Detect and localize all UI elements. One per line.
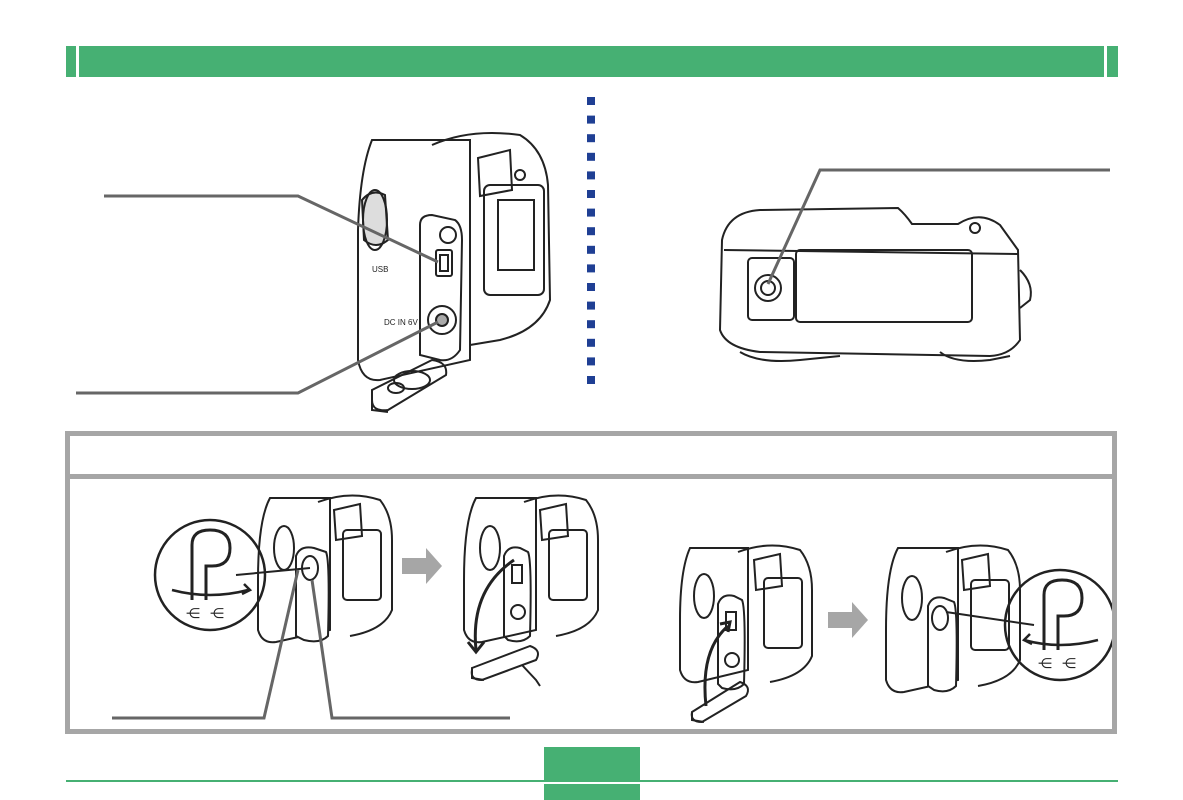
divider-dot xyxy=(587,208,595,217)
header-bar-tick-left xyxy=(76,46,79,77)
right-arrow-icon xyxy=(402,548,442,584)
camera-side-illustration xyxy=(357,131,552,413)
page-number-tab-foot xyxy=(544,784,640,800)
divider-dot xyxy=(587,301,595,310)
svg-text:⋲: ⋲ xyxy=(1038,655,1052,671)
divider-dot xyxy=(587,338,595,347)
footer-rule xyxy=(66,780,1118,782)
svg-text:⋲: ⋲ xyxy=(1062,655,1076,671)
step-unlock-illustration: ⋲ ⋲ xyxy=(153,494,393,644)
camera-bottom-illustration xyxy=(718,206,1032,362)
usb-port-label: USB xyxy=(372,265,388,274)
page-number-tab xyxy=(544,747,640,780)
svg-text:⋲: ⋲ xyxy=(210,605,224,621)
zoom-callout-line xyxy=(945,611,1035,626)
divider-dot xyxy=(587,357,595,366)
zoom-callout-line xyxy=(235,567,311,576)
divider-dot xyxy=(587,171,595,180)
divider-dot xyxy=(587,376,595,384)
step-open-illustration xyxy=(463,494,599,687)
divider-dot xyxy=(587,283,595,291)
step-close-illustration xyxy=(679,544,813,724)
svg-text:⋲: ⋲ xyxy=(186,605,200,621)
divider-dot xyxy=(587,152,595,161)
step-lock-illustration: ⋲ ⋲ xyxy=(885,544,1117,694)
divider-dot xyxy=(587,134,595,143)
tripod-socket-leader-line xyxy=(766,168,1110,285)
dc-in-port-label: DC IN 6V xyxy=(384,318,418,327)
divider-dot xyxy=(587,320,595,329)
lock-tab-leader-line xyxy=(112,569,300,720)
usb-port-leader-line xyxy=(104,194,439,264)
divider-dot xyxy=(587,115,595,124)
dc-in-port-leader-line xyxy=(76,320,439,395)
divider-dot xyxy=(587,264,595,273)
header-bar-tick-right xyxy=(1104,46,1107,77)
divider-dot xyxy=(587,227,595,236)
connector-cover-leader-line xyxy=(310,579,510,720)
divider-dot xyxy=(587,190,595,198)
section-header-bar xyxy=(66,46,1118,77)
divider-dot xyxy=(587,97,595,105)
right-arrow-icon xyxy=(828,602,868,638)
divider-dot xyxy=(587,245,595,254)
dotted-column-divider xyxy=(587,97,595,384)
